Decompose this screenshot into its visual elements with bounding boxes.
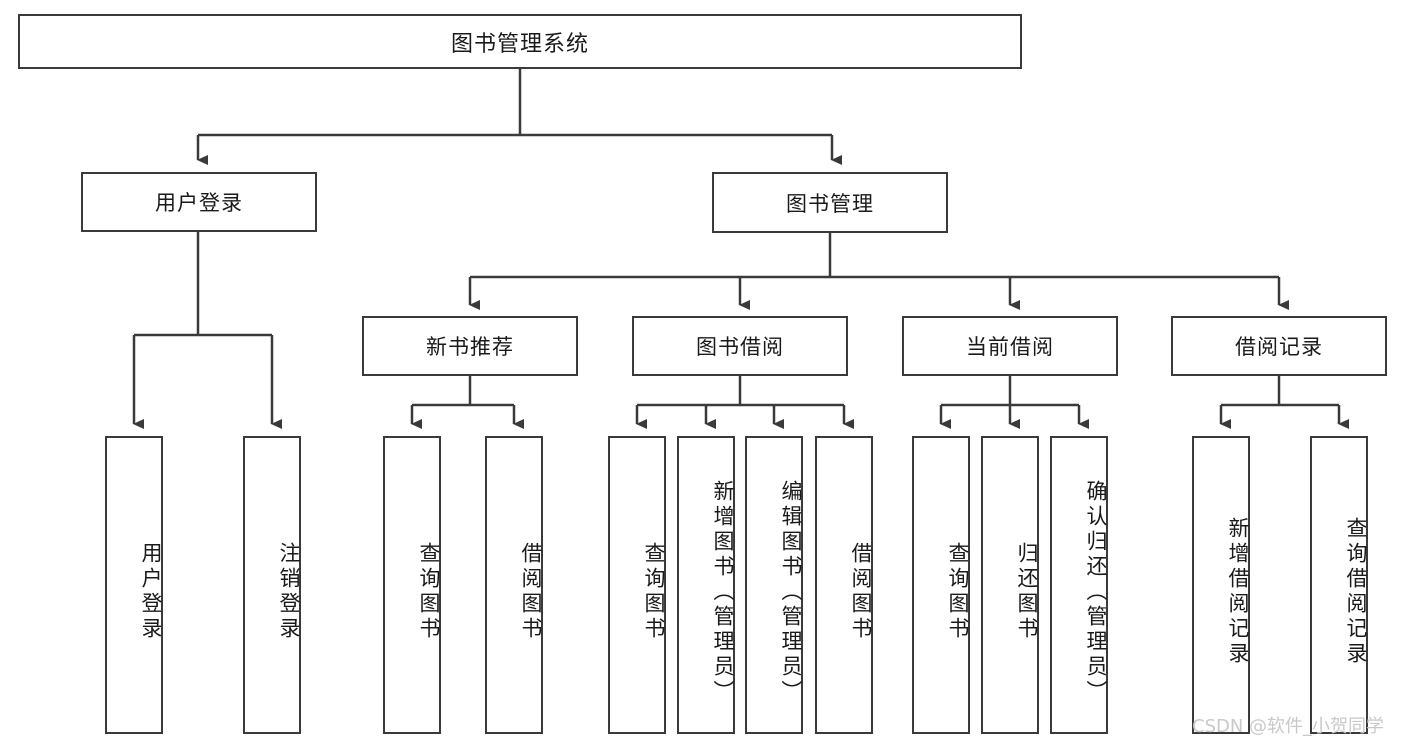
node-label: 图书管理系统: [450, 31, 589, 57]
node-borrow-record[interactable]: 借阅记录: [1171, 316, 1387, 376]
node-label: 查询借阅记录: [1344, 517, 1368, 667]
node-label: 当前借阅: [966, 335, 1054, 359]
leaf-new-book-query-book[interactable]: 查询图书: [383, 436, 441, 734]
node-new-book-recommend[interactable]: 新书推荐: [362, 316, 578, 376]
node-label: 新增借阅记录: [1226, 517, 1250, 667]
node-label: 用户登录: [155, 191, 243, 215]
leaf-book-borrow-borrow-book[interactable]: 借阅图书: [815, 436, 873, 734]
leaf-book-borrow-edit-book-admin[interactable]: 编辑图书（管理员）: [745, 436, 803, 734]
node-user-login[interactable]: 用户登录: [81, 172, 317, 232]
node-label: 编辑图书（管理员）: [779, 479, 803, 705]
node-label: 确认归还（管理员）: [1084, 479, 1108, 705]
node-label: 借阅图书: [849, 542, 873, 642]
node-label: 新增图书（管理员）: [711, 479, 735, 705]
node-book-management[interactable]: 图书管理: [712, 172, 948, 233]
node-book-borrow[interactable]: 图书借阅: [632, 316, 848, 376]
node-root-book-management-system[interactable]: 图书管理系统: [18, 14, 1022, 69]
node-label: 借阅图书: [519, 542, 543, 642]
node-label: 图书借阅: [696, 335, 784, 359]
leaf-borrow-record-query-record[interactable]: 查询借阅记录: [1310, 436, 1368, 734]
watermark: CSDN @软件_小贺同学: [1192, 716, 1385, 737]
node-label: 图书管理: [786, 191, 874, 216]
leaf-borrow-record-add-record[interactable]: 新增借阅记录: [1192, 436, 1250, 734]
leaf-current-borrow-confirm-return-admin[interactable]: 确认归还（管理员）: [1050, 436, 1108, 734]
leaf-user-login-logout[interactable]: 注销登录: [243, 436, 301, 734]
leaf-user-login-login[interactable]: 用户登录: [105, 436, 163, 734]
node-label: 注销登录: [277, 542, 301, 642]
leaf-book-borrow-query-book[interactable]: 查询图书: [608, 436, 666, 734]
node-label: 查询图书: [417, 542, 441, 642]
leaf-book-borrow-add-book-admin[interactable]: 新增图书（管理员）: [677, 436, 735, 734]
node-label: 归还图书: [1015, 542, 1039, 642]
leaf-new-book-borrow-book[interactable]: 借阅图书: [485, 436, 543, 734]
node-label: 借阅记录: [1235, 335, 1323, 359]
leaf-current-borrow-return-book[interactable]: 归还图书: [981, 436, 1039, 734]
node-current-borrow[interactable]: 当前借阅: [902, 316, 1118, 376]
node-label: 查询图书: [946, 542, 970, 642]
node-label: 用户登录: [139, 542, 163, 642]
leaf-current-borrow-query-book[interactable]: 查询图书: [912, 436, 970, 734]
node-label: 新书推荐: [426, 335, 514, 359]
node-label: 查询图书: [642, 542, 666, 642]
